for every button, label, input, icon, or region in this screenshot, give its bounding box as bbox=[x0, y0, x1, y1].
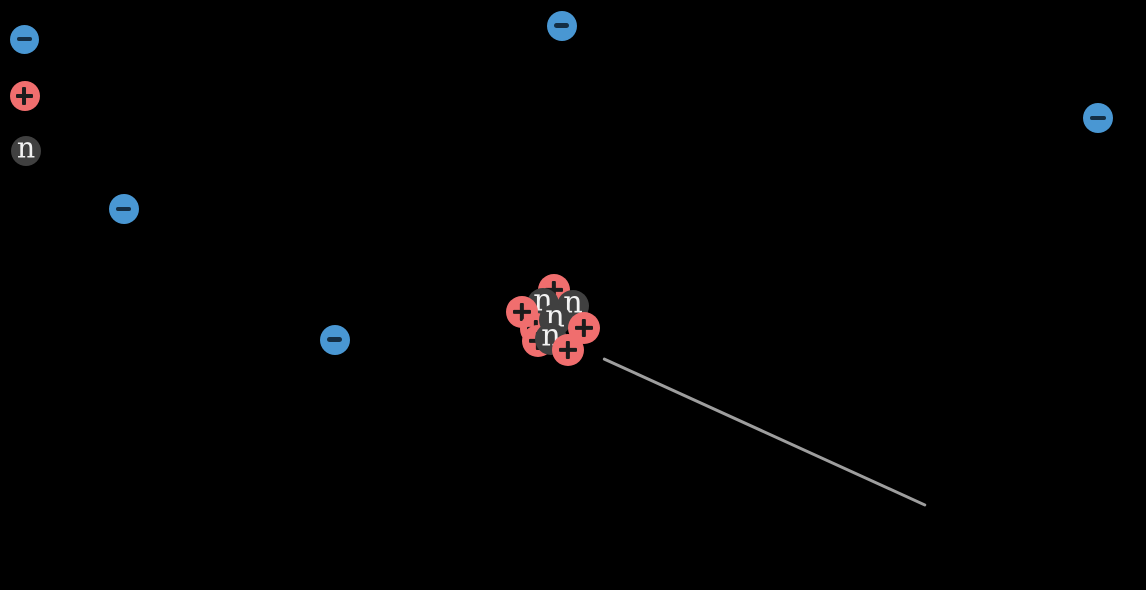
plus-icon bbox=[575, 319, 594, 338]
plus-icon bbox=[16, 87, 33, 104]
legend-neutron-swatch: n bbox=[11, 131, 41, 166]
legend-electron-swatch bbox=[10, 24, 39, 54]
free-electron[interactable] bbox=[546, 10, 577, 41]
free-electron[interactable] bbox=[108, 194, 139, 224]
nucleus-pointer-line bbox=[602, 356, 927, 507]
free-electron[interactable] bbox=[319, 324, 350, 355]
minus-icon bbox=[326, 337, 343, 342]
minus-icon bbox=[16, 36, 33, 42]
plus-icon bbox=[559, 341, 578, 360]
legend-proton-swatch bbox=[9, 81, 40, 111]
neutron-symbol: n bbox=[16, 131, 36, 165]
minus-icon bbox=[1090, 115, 1106, 121]
free-electron[interactable] bbox=[1083, 103, 1113, 133]
minus-icon bbox=[115, 206, 132, 212]
nucleus-proton[interactable] bbox=[552, 334, 584, 366]
minus-icon bbox=[553, 23, 570, 28]
